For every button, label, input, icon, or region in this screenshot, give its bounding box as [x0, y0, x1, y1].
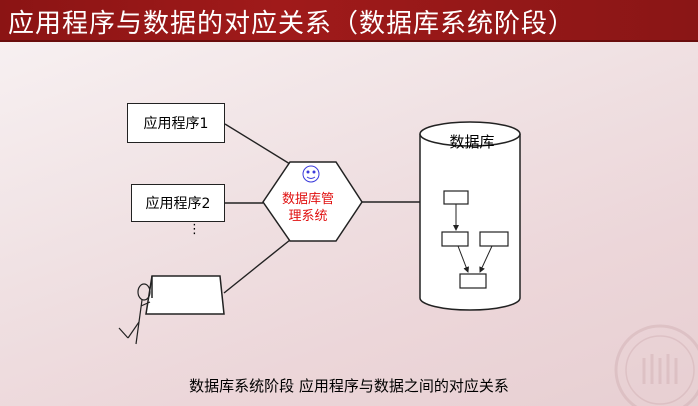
- link-app1-dbms: [224, 123, 291, 165]
- dbms-label-line-1: 数据库管: [281, 192, 334, 207]
- slide-background: [0, 40, 698, 406]
- application-1-box: 应用程序1: [127, 103, 225, 143]
- application-1-label: 应用程序1: [143, 116, 209, 132]
- dbms-label: 数据库管 理系统: [268, 191, 348, 225]
- database-cylinder: [419, 121, 521, 311]
- application-2-box: 应用程序2: [131, 184, 225, 222]
- stick-figure-user-icon: [118, 283, 151, 345]
- title-bar: 应用程序与数据的对应关系（数据库系统阶段）: [0, 0, 698, 42]
- data-node-left: [441, 231, 469, 247]
- more-applications-ellipsis: ⋮: [188, 222, 201, 237]
- slide-title: 应用程序与数据的对应关系（数据库系统阶段）: [8, 9, 576, 39]
- university-seal-watermark: [614, 324, 698, 406]
- diagram-canvas: [118, 121, 698, 406]
- data-structure: [441, 190, 509, 289]
- data-node-bottom: [459, 273, 487, 289]
- dbms-label-line-2: 理系统: [288, 209, 328, 224]
- dbms-hexagon: [262, 161, 363, 242]
- application-2-label: 应用程序2: [145, 196, 211, 212]
- data-node-right: [479, 231, 509, 247]
- computer-terminal-icon: [145, 275, 225, 315]
- database-label: 数据库: [449, 133, 495, 151]
- slide-caption: 数据库系统阶段 应用程序与数据之间的对应关系: [189, 377, 509, 395]
- data-node-top: [443, 190, 469, 205]
- link-terminal-dbms: [223, 239, 291, 294]
- smiley-face-icon: [302, 165, 320, 183]
- data-arrows: [453, 204, 493, 273]
